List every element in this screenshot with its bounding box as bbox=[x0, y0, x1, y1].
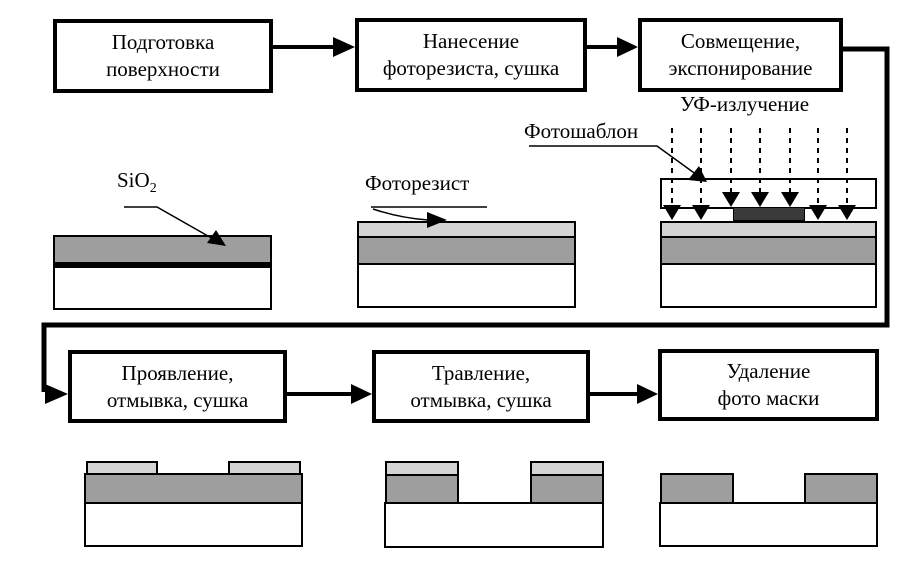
cs4-photoresist-right-segment bbox=[228, 461, 301, 475]
uv-radiation-label: УФ-излучение bbox=[680, 92, 810, 116]
cs6-sio2-right-mesa bbox=[804, 473, 878, 504]
cs1-sio2-layer bbox=[53, 235, 272, 266]
flow-box-apply-photoresist: Нанесение фоторезиста, сушка bbox=[355, 18, 587, 92]
flow-arrow-5 bbox=[590, 384, 658, 404]
flow-arrow-1 bbox=[272, 37, 355, 57]
cs3-photomask-plate bbox=[660, 178, 877, 209]
flow-box-surface-preparation: Подготовка поверхности bbox=[53, 19, 273, 93]
cs3-sio2-layer bbox=[660, 236, 877, 265]
flow-box-text-line: поверхности bbox=[106, 57, 220, 81]
cs5-photoresist-right-cap bbox=[530, 461, 604, 476]
cs4-sio2-layer bbox=[84, 473, 303, 504]
cs6-sio2-left-mesa bbox=[660, 473, 734, 504]
cs3-substrate-layer bbox=[660, 263, 877, 308]
photomask-label: Фотошаблон bbox=[524, 119, 639, 143]
cs3-mask-opaque-region bbox=[733, 207, 805, 221]
cs6-substrate-layer bbox=[659, 502, 878, 547]
flow-arrow-2 bbox=[587, 37, 638, 57]
flow-box-text-line: Травление, bbox=[431, 360, 531, 385]
cs2-sio2-layer bbox=[357, 236, 576, 265]
cs4-substrate-layer bbox=[84, 502, 303, 547]
sio2-label-subscript: 2 bbox=[149, 181, 157, 197]
flow-box-development: Проявление, отмывка, сушка bbox=[68, 350, 287, 423]
photoresist-label: Фоторезист bbox=[365, 171, 470, 195]
flow-box-text-line: фоторезиста, сушка bbox=[382, 56, 560, 80]
flow-box-text-line: отмывка, сушка bbox=[410, 387, 552, 412]
photomask-leader-arrow bbox=[529, 145, 707, 182]
cs5-photoresist-left-cap bbox=[385, 461, 459, 476]
cs2-substrate-layer bbox=[357, 263, 576, 308]
sio2-label: SiO2 bbox=[117, 169, 157, 200]
flow-box-text-line: Совмещение, bbox=[680, 29, 801, 53]
flow-box-etching: Травление, отмывка, сушка bbox=[372, 350, 590, 423]
cs5-substrate-layer bbox=[384, 502, 604, 548]
cs5-sio2-left-mesa bbox=[385, 474, 459, 504]
flow-box-mask-removal: Удаление фото маски bbox=[658, 349, 879, 421]
flow-box-text-line: экспонирование bbox=[668, 56, 813, 80]
flow-box-text-line: Проявление, bbox=[121, 360, 234, 385]
flow-arrow-4 bbox=[287, 384, 372, 404]
cs4-photoresist-left-segment bbox=[86, 461, 158, 475]
cs3-photoresist-layer bbox=[660, 221, 877, 238]
flow-box-text-line: Подготовка bbox=[111, 30, 215, 54]
flow-box-text-line: отмывка, сушка bbox=[106, 387, 249, 412]
cs2-photoresist-layer bbox=[357, 221, 576, 238]
cs1-substrate-layer bbox=[53, 266, 272, 310]
flow-box-text-line: Нанесение bbox=[422, 29, 520, 53]
flow-box-text-line: Удаление bbox=[726, 359, 811, 383]
flow-box-align-expose: Совмещение, экспонирование bbox=[638, 18, 843, 92]
flow-box-text-line: фото маски bbox=[717, 386, 820, 410]
cs5-sio2-right-mesa bbox=[530, 474, 604, 504]
sio2-label-base: SiO bbox=[117, 168, 150, 192]
